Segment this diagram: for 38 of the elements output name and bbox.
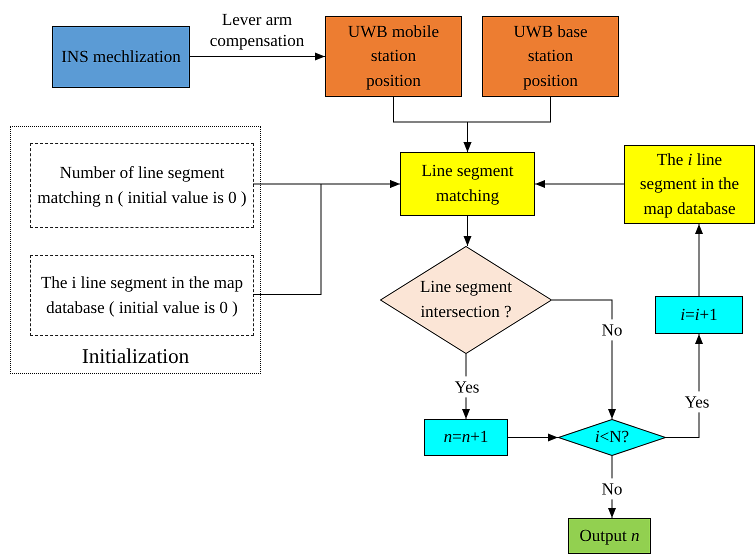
process-box — [482, 16, 619, 97]
node-text: The i line segment in the map database ( initial value is 0 ) — [40, 272, 244, 318]
node-text: INS mechlization — [60, 46, 182, 68]
node-text: The i line segment in the map database — [638, 148, 740, 220]
dashed-box — [30, 255, 254, 336]
node-text: n=n+1 — [442, 426, 490, 448]
process-box — [400, 152, 535, 216]
arrow — [534, 180, 624, 188]
group-title: Initialization — [80, 342, 190, 369]
edge-label: No — [600, 319, 624, 341]
process-box — [655, 296, 743, 334]
dashed-box — [30, 143, 254, 228]
process-box — [424, 419, 508, 456]
arrow — [252, 180, 400, 295]
node-text: UWB base station position — [512, 20, 589, 92]
process-box — [624, 145, 755, 224]
arrow — [508, 434, 558, 442]
node-text: Output n — [578, 524, 640, 547]
node-text: Line segment intersection ? — [418, 276, 514, 323]
arrow — [695, 224, 703, 296]
process-box — [325, 16, 462, 97]
edge-label: No — [600, 478, 624, 500]
arrow — [464, 216, 472, 246]
arrow — [464, 96, 551, 152]
node-text: Number of line segment matching n ( initial value is 0 ) — [36, 162, 248, 209]
node-text: i<N? — [594, 426, 630, 448]
edge-label: Yes — [682, 391, 712, 413]
arrow — [190, 52, 326, 60]
node-text: i=i+1 — [679, 304, 719, 326]
process-box — [568, 518, 651, 554]
decision-diamond — [558, 419, 666, 456]
group-container — [10, 126, 261, 374]
edge-label: Yes — [452, 376, 482, 398]
decision-diamond — [380, 246, 552, 354]
arrow — [552, 300, 616, 420]
node-text: UWB mobile station position — [346, 20, 440, 92]
node-text: Line segment matching — [420, 160, 515, 207]
process-box — [52, 26, 190, 88]
